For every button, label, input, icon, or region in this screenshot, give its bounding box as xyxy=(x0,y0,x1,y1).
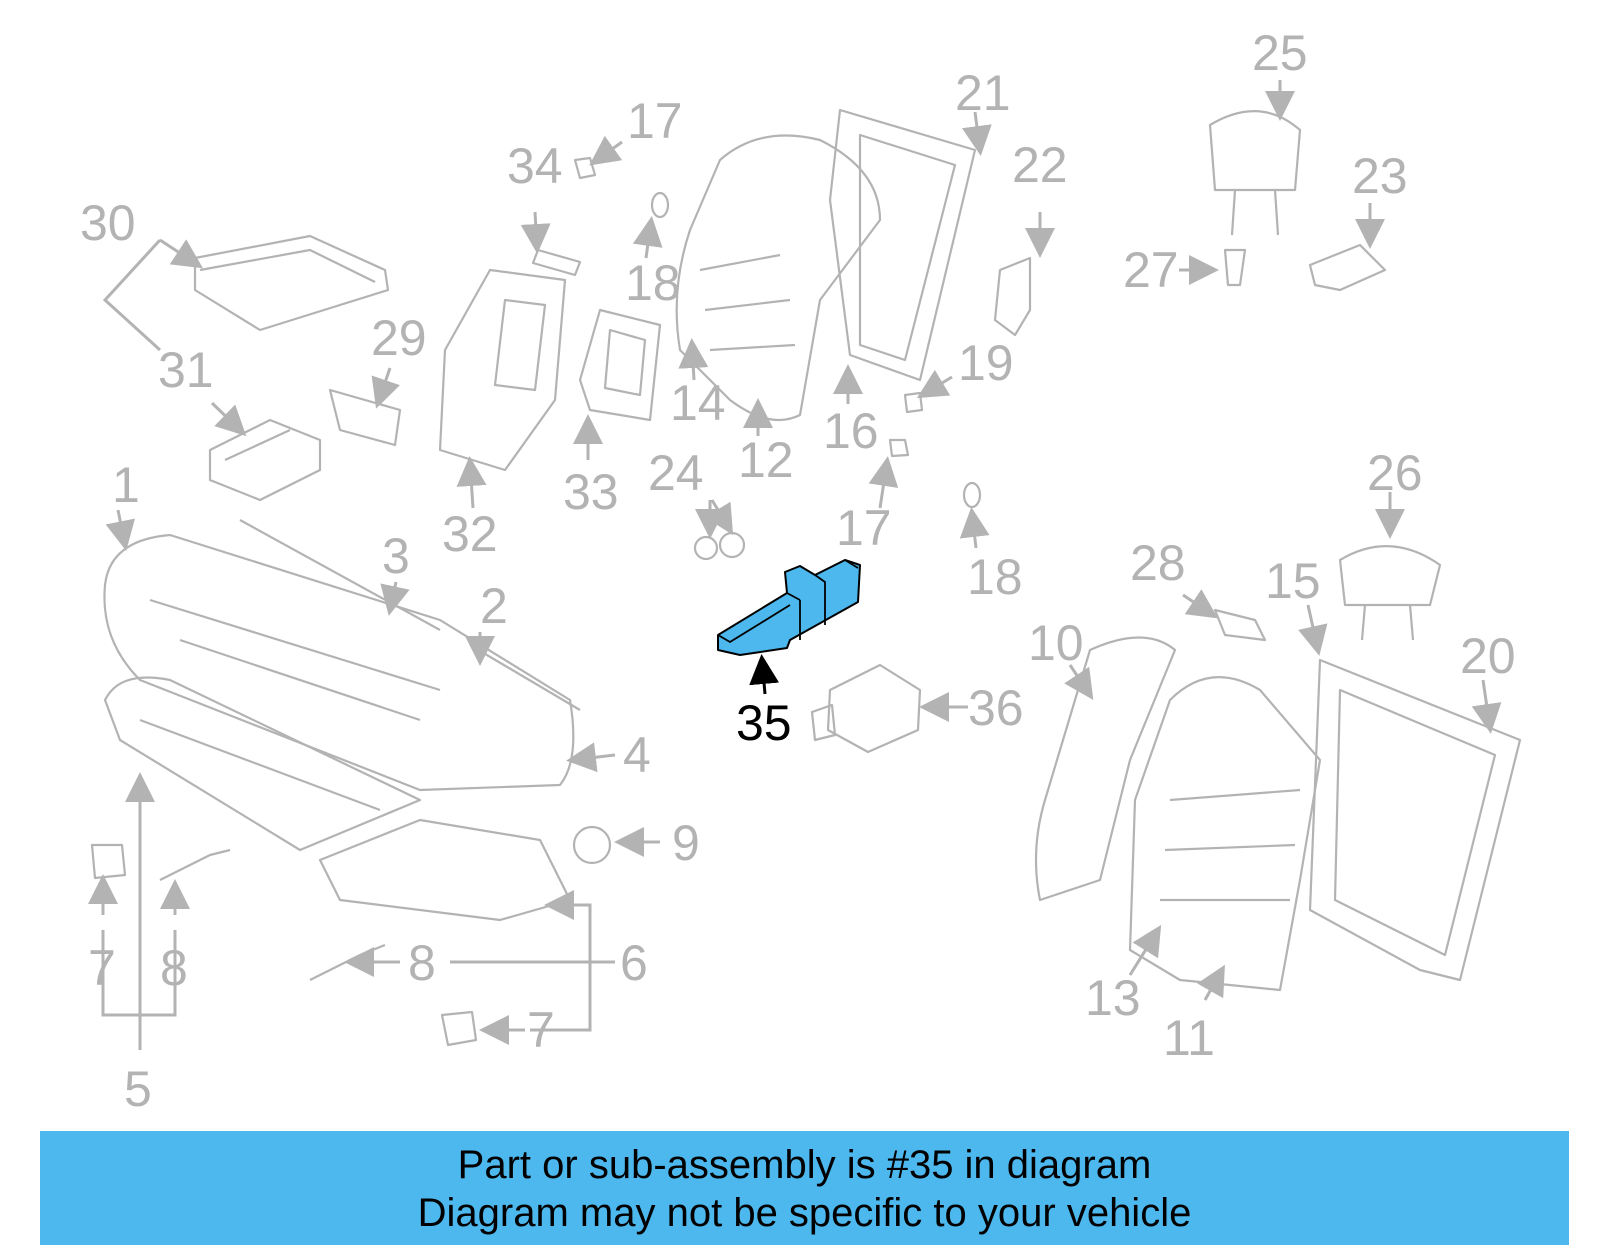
callout-8-left: 8 xyxy=(160,940,188,996)
part-24-ring-right xyxy=(718,531,746,559)
callout-31: 31 xyxy=(158,342,214,398)
callout-22: 22 xyxy=(1012,137,1068,193)
part-28-drawing xyxy=(1213,608,1267,642)
callout-5: 5 xyxy=(124,1061,152,1117)
part-16-21-drawing xyxy=(828,108,977,382)
part-30-drawing xyxy=(193,234,390,332)
callout-6: 6 xyxy=(620,935,648,991)
callout-7-left: 7 xyxy=(88,940,116,996)
part-29-drawing xyxy=(328,388,402,447)
callout-1: 1 xyxy=(112,457,140,513)
part-31-drawing xyxy=(208,418,322,502)
part-35-fill xyxy=(717,559,861,656)
part-1-4-drawing xyxy=(103,519,581,792)
callout-8-bottom: 8 xyxy=(408,935,436,991)
callout-34: 34 xyxy=(507,138,563,194)
callout-10: 10 xyxy=(1028,615,1084,671)
callout-3: 3 xyxy=(382,528,410,584)
callout-13: 13 xyxy=(1085,970,1141,1026)
part-25-drawing xyxy=(1208,110,1302,236)
part-35-highlighted xyxy=(717,559,861,656)
leader-lines xyxy=(88,80,1502,1050)
callout-25: 25 xyxy=(1252,25,1308,81)
part-8-rod-left-drawing xyxy=(159,848,231,881)
callout-9: 9 xyxy=(672,815,700,871)
part-5-drawing xyxy=(103,676,422,852)
callout-20: 20 xyxy=(1460,628,1516,684)
callout-35: 35 xyxy=(736,695,792,751)
part-26-drawing xyxy=(1338,545,1442,641)
callout-18-upper: 18 xyxy=(625,255,681,311)
part-7-clip-left-drawing xyxy=(90,843,127,880)
banner-line-2: Diagram may not be specific to your vehi… xyxy=(417,1191,1192,1235)
callout-32: 32 xyxy=(442,506,498,562)
callout-24: 24 xyxy=(648,445,704,501)
callout-17-lower: 17 xyxy=(836,500,892,556)
callout-23: 23 xyxy=(1352,148,1408,204)
part-9-drawing xyxy=(572,825,612,865)
callout-36: 36 xyxy=(968,680,1024,736)
callout-33: 33 xyxy=(563,464,619,520)
part-32-drawing xyxy=(438,268,567,472)
callout-labels: 1 2 3 4 5 6 7 7 8 8 9 10 11 12 13 14 15 … xyxy=(80,25,1516,1117)
part-34-drawing xyxy=(531,248,582,277)
callout-19: 19 xyxy=(958,335,1014,391)
part-33-drawing xyxy=(578,308,662,422)
part-27-drawing xyxy=(1223,248,1247,287)
callout-17-upper: 17 xyxy=(627,93,683,149)
part-23-drawing xyxy=(1308,243,1387,292)
callout-2: 2 xyxy=(480,578,508,634)
callout-27: 27 xyxy=(1123,242,1179,298)
callout-21: 21 xyxy=(955,65,1011,121)
callout-4: 4 xyxy=(623,727,651,783)
part-10-drawing xyxy=(1034,636,1177,902)
part-36-drawing xyxy=(810,663,922,754)
callout-18-lower: 18 xyxy=(967,549,1023,605)
callout-7-bottom: 7 xyxy=(527,1002,555,1058)
callout-14: 14 xyxy=(670,375,726,431)
part-11-13-drawing xyxy=(1128,676,1322,992)
callout-30: 30 xyxy=(80,195,136,251)
info-banner: Part or sub-assembly is #35 in diagram D… xyxy=(40,1131,1569,1245)
callout-12: 12 xyxy=(738,432,794,488)
part-24-ring-left xyxy=(693,535,719,561)
part-6-drawing xyxy=(318,818,572,922)
part-18-ring-lower xyxy=(962,481,982,509)
part-17-clip-upper xyxy=(573,156,597,180)
part-17-clip-lower xyxy=(888,438,910,458)
part-19-clip xyxy=(903,391,924,414)
callout-15: 15 xyxy=(1265,553,1321,609)
part-22-drawing xyxy=(993,256,1032,337)
part-12-14-drawing xyxy=(675,134,882,422)
callout-29: 29 xyxy=(371,310,427,366)
part-7-clip-bottom-drawing xyxy=(440,1010,478,1047)
banner-line-1: Part or sub-assembly is #35 in diagram xyxy=(457,1143,1152,1187)
callout-28: 28 xyxy=(1130,535,1186,591)
part-18-ring-upper xyxy=(650,191,670,219)
callout-26: 26 xyxy=(1367,445,1423,501)
callout-11: 11 xyxy=(1163,1010,1215,1066)
callout-16: 16 xyxy=(823,403,879,459)
